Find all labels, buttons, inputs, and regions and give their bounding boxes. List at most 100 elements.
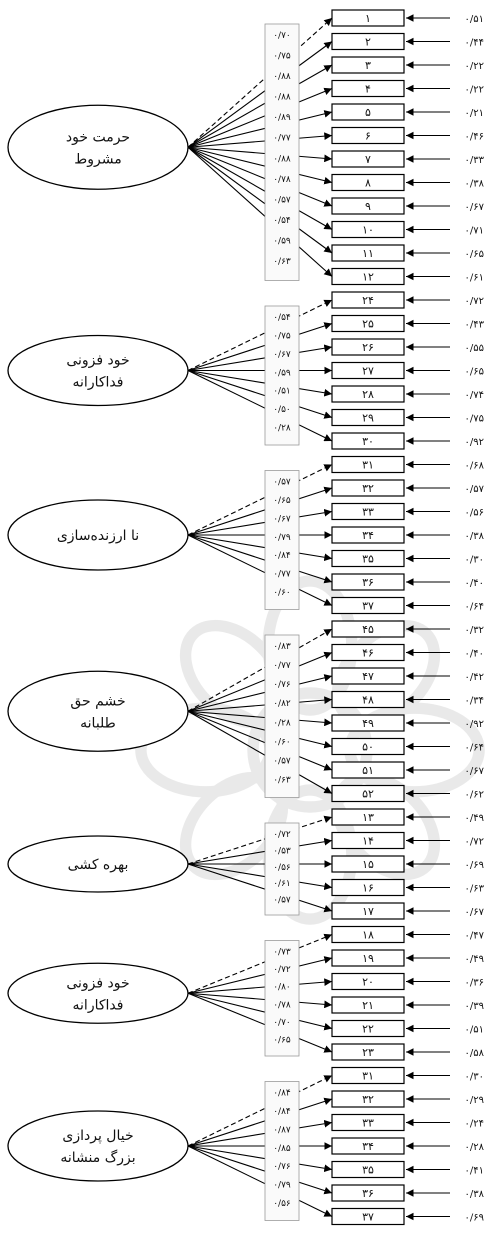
error-variance-label: ۰/۶۲ bbox=[465, 790, 484, 801]
loading-path bbox=[187, 534, 333, 606]
indicator-label: ۳۴ bbox=[362, 529, 374, 542]
error-variance-label: ۰/۷۵ bbox=[465, 414, 484, 425]
loading-path bbox=[187, 710, 333, 794]
indicator-label: ۳۴ bbox=[362, 1140, 374, 1153]
indicator-box bbox=[331, 643, 405, 662]
fixed-loading-path bbox=[187, 299, 333, 371]
error-variance-label: ۰/۵۱ bbox=[465, 1025, 484, 1036]
indicator-box bbox=[331, 408, 405, 427]
indicator-label: ۱۴ bbox=[362, 835, 374, 848]
indicator-box bbox=[331, 620, 405, 638]
loading-value: ۰/۷۷ bbox=[273, 661, 291, 671]
loading-value: ۰/۲۸ bbox=[273, 424, 291, 434]
loading-path bbox=[187, 651, 333, 712]
fixed-loading-path bbox=[187, 464, 333, 536]
loading-path bbox=[187, 486, 333, 536]
loading-value: ۰/۵۷ bbox=[273, 478, 291, 488]
loading-path bbox=[187, 146, 333, 185]
loading-value: ۰/۵۹ bbox=[273, 368, 291, 378]
error-variance-label: ۰/۶۳ bbox=[465, 884, 485, 895]
latent-factor bbox=[7, 962, 189, 1024]
loading-value: ۰/۵۴ bbox=[273, 313, 291, 323]
latent-factor bbox=[7, 670, 189, 752]
loading-value: ۰/۶۷ bbox=[273, 350, 291, 360]
indicator-box bbox=[331, 338, 405, 356]
loading-value: ۰/۷۷ bbox=[273, 570, 291, 580]
loading-path bbox=[187, 534, 333, 584]
indicator-label: ۴ bbox=[365, 83, 371, 96]
loading-path bbox=[187, 992, 333, 1053]
indicator-label: ۲۵ bbox=[362, 318, 374, 331]
loading-value: ۰/۸۲ bbox=[273, 699, 291, 709]
error-variance-label: ۰/۴۱ bbox=[465, 1166, 484, 1177]
indicator-box bbox=[331, 502, 405, 521]
indicator-label: ۱۳ bbox=[362, 811, 374, 824]
loading-value: ۰/۷۲ bbox=[273, 830, 291, 840]
indicator-label: ۳۱ bbox=[362, 459, 374, 472]
indicator-label: ۵۰ bbox=[362, 741, 374, 754]
error-variance-label: ۰/۹۲ bbox=[465, 719, 484, 730]
indicator-box bbox=[331, 103, 405, 121]
indicator-box bbox=[331, 9, 405, 27]
loading-path bbox=[187, 1145, 333, 1195]
loading-path bbox=[187, 1097, 333, 1147]
loading-value: ۰/۶۵ bbox=[273, 1035, 291, 1045]
latent-factor-label: نا ارزنده‌سازی bbox=[57, 528, 139, 544]
loading-value: ۰/۷۸ bbox=[273, 1000, 291, 1010]
error-variance-label: ۰/۲۲ bbox=[465, 61, 484, 72]
indicator-box bbox=[331, 902, 405, 920]
loading-path bbox=[187, 146, 333, 163]
indicator-label: ۲۲ bbox=[362, 1023, 374, 1036]
loading-value: ۰/۷۵ bbox=[273, 52, 291, 62]
loading-path bbox=[187, 696, 333, 712]
indicator-box bbox=[331, 549, 405, 568]
error-variance-label: ۰/۶۴ bbox=[465, 602, 484, 613]
latent-factor-label: فداکارانه bbox=[73, 375, 124, 391]
fixed-loading-path bbox=[187, 1075, 333, 1147]
loading-value: ۰/۷۳ bbox=[273, 948, 291, 958]
error-variance-label: ۰/۷۴ bbox=[465, 390, 484, 401]
loading-value: ۰/۷۰ bbox=[273, 1018, 291, 1028]
indicator-box bbox=[331, 949, 405, 967]
loading-path bbox=[187, 534, 333, 562]
indicator-label: ۴۸ bbox=[362, 694, 374, 707]
loading-path bbox=[187, 992, 333, 1031]
error-variance-label: ۰/۳۸ bbox=[465, 531, 485, 542]
latent-factor-label: خشم حق bbox=[70, 693, 125, 709]
indicator-box bbox=[331, 361, 405, 380]
loading-value: ۰/۷۲ bbox=[273, 965, 291, 975]
indicator-box bbox=[331, 714, 405, 732]
indicator-box bbox=[331, 1207, 405, 1226]
error-variance-label: ۰/۷۲ bbox=[465, 837, 484, 848]
loading-value: ۰/۷۹ bbox=[273, 1181, 291, 1191]
indicator-box bbox=[331, 1160, 405, 1179]
error-variance-label: ۰/۶۷ bbox=[465, 202, 485, 213]
loadings-panel bbox=[264, 305, 300, 446]
loadings-panel bbox=[264, 634, 300, 798]
indicator-box bbox=[331, 1137, 405, 1155]
indicator-label: ۱۹ bbox=[362, 952, 374, 965]
loading-value: ۰/۵۰ bbox=[273, 405, 291, 415]
indicator-box bbox=[331, 690, 405, 709]
indicator-box bbox=[331, 1066, 405, 1085]
loading-path bbox=[187, 132, 333, 148]
error-variance-label: ۰/۳۰ bbox=[465, 555, 484, 566]
loading-path bbox=[187, 322, 333, 372]
loading-path bbox=[187, 146, 333, 254]
indicator-box bbox=[331, 996, 405, 1014]
loadings-panel bbox=[264, 1081, 300, 1221]
error-variance-label: ۰/۲۸ bbox=[465, 1142, 485, 1153]
indicator-label: ۷ bbox=[365, 153, 371, 166]
loading-path bbox=[187, 978, 333, 994]
error-variance-label: ۰/۴۲ bbox=[465, 672, 484, 683]
loadings-panel bbox=[264, 470, 300, 610]
latent-factor-label: طلبانه bbox=[80, 715, 116, 731]
error-variance-label: ۰/۶۵ bbox=[465, 367, 484, 378]
error-variance-label: ۰/۵۵ bbox=[465, 343, 484, 354]
indicator-box bbox=[331, 56, 405, 74]
